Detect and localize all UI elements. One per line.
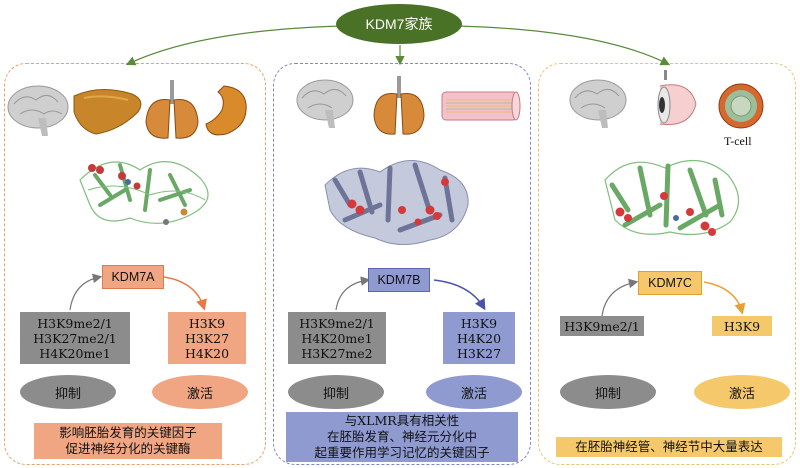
blood-vessel-icon [441, 91, 521, 121]
liver-icon [73, 89, 142, 135]
stomach-icon [205, 85, 247, 136]
protein-structure-kdm7a [79, 161, 209, 225]
note-kdm7a: 影响胚胎发育的关键因子 促进神经分化的关键酶 [34, 423, 222, 459]
inhibit-marks-kdm7a: H3K9me2/1 H3K27me2/1 H4K20me1 [20, 312, 130, 364]
lung-icon [373, 76, 425, 135]
lung-icon [145, 80, 199, 139]
enzyme-name-kdm7c: KDM7C [638, 271, 702, 295]
activate-marks-kdm7a: H3K9 H3K27 H4K20 [168, 312, 246, 364]
inhibit-label-kdm7b: 抑制 [288, 375, 384, 409]
inhibit-arrow-kdm7a [69, 273, 103, 311]
enzyme-name-kdm7a: KDM7A [102, 265, 164, 289]
t-cell-icon [718, 83, 764, 129]
activate-arrow-kdm7c [703, 281, 746, 315]
inhibit-arrow-kdm7b [335, 276, 371, 311]
activate-label-kdm7b: 激活 [426, 375, 522, 409]
connector-kdm7a [125, 25, 343, 66]
protein-structure-kdm7b [324, 160, 469, 245]
activate-arrow-kdm7b [433, 279, 486, 311]
family-title: KDM7家族 [336, 4, 462, 44]
protein-structure-kdm7c [604, 159, 740, 236]
t-cell-label: T-cell [724, 134, 752, 148]
activate-marks-kdm7c: H3K9 [712, 316, 772, 336]
enzyme-name-kdm7b: KDM7B [368, 268, 430, 292]
activate-marks-kdm7b: H3K9 H4K20 H3K27 [443, 312, 515, 364]
inhibit-marks-kdm7c: H3K9me2/1 [560, 316, 644, 336]
eye-icon [657, 70, 697, 126]
activate-label-kdm7a: 激活 [152, 375, 248, 409]
inhibit-label-kdm7a: 抑制 [20, 375, 116, 409]
brain-icon [7, 85, 69, 136]
note-kdm7b: 与XLMR具有相关性 在胚胎发育、神经元分化中 起重要作用学习记忆的关键因子 [286, 412, 518, 462]
inhibit-arrow-kdm7c [601, 278, 639, 317]
inhibit-marks-kdm7b: H3K9me2/1 H4K20me1 H3K27me2 [288, 312, 386, 364]
inhibit-label-kdm7c: 抑制 [560, 375, 656, 409]
activate-label-kdm7c: 激活 [694, 375, 790, 409]
activate-arrow-kdm7a [163, 276, 207, 311]
note-kdm7c: 在胚胎神经管、神经节中大量表达 [556, 437, 782, 457]
brain-icon [296, 79, 354, 128]
brain-icon [569, 79, 627, 128]
connector-kdm7c [457, 25, 671, 66]
